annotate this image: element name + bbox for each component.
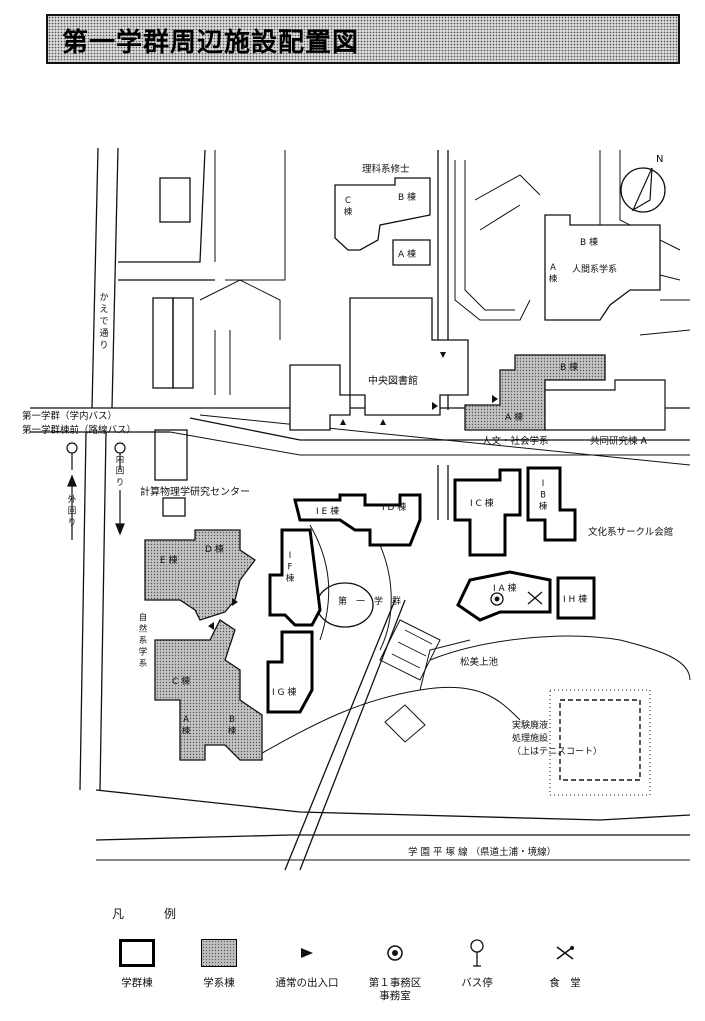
road-network — [30, 147, 691, 871]
label-culture-club: 文化系サークル会館 — [588, 526, 673, 538]
label-natural-sci: 自然系学系 — [139, 612, 148, 669]
label-humanities: 人文・社会学系 — [482, 435, 549, 447]
bus-stop-icon — [66, 442, 126, 470]
legend-label: 学系棟 — [203, 977, 235, 989]
legend-label: バス停 — [461, 977, 493, 989]
legend-item-gakugun: 学群棟 — [92, 933, 182, 990]
legend: 凡 例 学群棟 学系棟 通常の出入口 第１事務区 事務室 バス停 食 堂 — [92, 905, 652, 1005]
label-ia: I A 棟 — [493, 582, 517, 594]
label-ic: I C 棟 — [470, 497, 494, 509]
legend-label: 食 堂 — [549, 977, 581, 989]
label-humanities-b: B 棟 — [560, 361, 578, 373]
office-target-icon — [387, 945, 403, 961]
bold-outline-box-icon — [119, 939, 155, 967]
dining-icon — [527, 591, 543, 605]
legend-label: 第１事務区 事務室 — [368, 977, 422, 1002]
entrance-triangle-icon — [301, 948, 313, 958]
north-label: N — [656, 154, 663, 165]
legend-item-department: 学系棟 — [174, 933, 264, 990]
bus-stop-sign-icon — [470, 939, 484, 967]
building-library — [289, 297, 469, 431]
label-outer-loop: 外回り — [68, 494, 77, 528]
bus-direction-arrows — [67, 474, 125, 540]
label-bus-stop-2: 第一学群棟前（路線バス） — [22, 424, 136, 436]
north-arrow: N — [620, 154, 666, 213]
label-pond: 松美上池 — [460, 656, 499, 668]
label-science-grad-b: B 棟 — [398, 191, 416, 203]
label-science-grad-a: A 棟 — [398, 248, 416, 260]
waste-facility-area — [549, 689, 651, 796]
entrance-markers — [208, 352, 498, 630]
legend-title: 凡 例 — [112, 907, 191, 921]
label-gakugun-1: 第 一 学 群 — [338, 595, 401, 607]
building-natural-sci-cab — [154, 619, 263, 761]
label-ig: I G 棟 — [272, 686, 296, 698]
gray-filled-box-icon — [201, 939, 237, 967]
legend-label: 学群棟 — [121, 977, 153, 989]
label-human-sci: 人間系学系 — [572, 263, 617, 275]
legend-item-entrance: 通常の出入口 — [262, 933, 352, 990]
building-human-sci — [544, 214, 661, 321]
dining-utensils-icon — [556, 946, 574, 960]
label-library: 中央図書館 — [368, 374, 418, 387]
label-waste-facility: 実験廃液処理施設（上はテニスコート） — [512, 719, 602, 757]
label-bus-stop-1: 第一学群（学内バス） — [22, 410, 117, 422]
label-science-grad: 理科系修士 — [362, 163, 410, 175]
building-science-grad — [334, 177, 431, 266]
legend-item-dining: 食 堂 — [520, 933, 610, 990]
title-bar: 第一学群周辺施設配置図 — [46, 14, 680, 64]
building-joint-research — [544, 379, 666, 431]
label-ih: I H 棟 — [563, 593, 587, 605]
building-gakugun — [266, 466, 596, 714]
building-natural-sci-de — [144, 529, 256, 621]
label-humanities-a: A 棟 — [505, 411, 523, 423]
label-joint-research: 共同研究棟 A — [590, 435, 648, 447]
label-pedestrian-way: 学 園 平 塚 線 （県道土浦・境線） — [408, 846, 556, 858]
legend-item-office: 第１事務区 事務室 — [350, 933, 440, 1003]
legend-item-bus-stop: バス停 — [432, 933, 522, 990]
label-c-bldg: C 棟 — [172, 675, 190, 687]
label-ie: I E 棟 — [316, 505, 339, 517]
label-d-bldg: D 棟 — [205, 543, 224, 555]
page-title: 第一学群周辺施設配置図 — [62, 28, 360, 58]
label-id: I D 棟 — [382, 501, 406, 513]
office-target-icon — [490, 592, 504, 606]
label-kaede-dori: かえで通り — [99, 292, 108, 351]
label-e-bldg: E 棟 — [160, 554, 178, 566]
building-humanities — [464, 354, 606, 431]
legend-label: 通常の出入口 — [275, 977, 339, 989]
map-labels: 理科系修士 B 棟 A 棟 B 棟 人間系学系 中央図書館 B 棟 A 棟 人文… — [22, 163, 673, 858]
label-inner-loop: 内回り — [116, 454, 125, 488]
label-human-b: B 棟 — [580, 236, 598, 248]
label-comp-physics: 計算物理学研究センター — [140, 485, 250, 498]
